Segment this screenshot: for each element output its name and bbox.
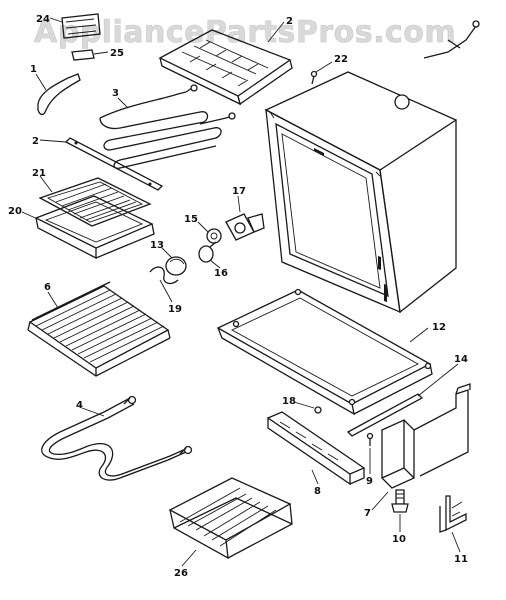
callout-4: 4 <box>76 400 83 411</box>
callout-8: 8 <box>314 486 321 497</box>
callout-20: 20 <box>8 206 22 217</box>
part-2-shield-top <box>158 29 293 106</box>
callout-7: 7 <box>364 508 371 519</box>
callout-10: 10 <box>392 534 406 545</box>
leader-lines <box>21 17 461 567</box>
part-16-bulb <box>198 241 217 263</box>
callout-2-top: 2 <box>286 16 293 27</box>
callout-26: 26 <box>174 568 188 579</box>
callout-22: 22 <box>334 54 348 65</box>
callout-13: 13 <box>150 240 164 251</box>
part-24-bracket <box>61 13 101 39</box>
callout-21: 21 <box>32 168 46 179</box>
part-20-broil-pan <box>34 195 155 260</box>
part-10-leveling-leg <box>391 489 409 513</box>
part-15-socket <box>206 228 222 244</box>
part-2-bracket-strip <box>64 137 164 191</box>
part-12-bottom-panel <box>216 288 433 416</box>
callout-19: 19 <box>168 304 182 315</box>
callout-6: 6 <box>44 282 51 293</box>
part-8-vent-bracket <box>266 411 366 486</box>
callout-1: 1 <box>30 64 37 75</box>
part-21-broil-pan-insert <box>38 177 152 227</box>
callout-25: 25 <box>110 48 124 59</box>
part-3-broil-element <box>99 84 236 169</box>
part-1-side-trim <box>37 73 81 116</box>
callout-24: 24 <box>36 14 50 25</box>
part-4-bake-element <box>41 395 193 481</box>
callout-18: 18 <box>282 396 296 407</box>
watermark-text: AppliancePartsPros.com <box>34 15 456 50</box>
part-19-wire-clip <box>149 266 179 285</box>
callout-14: 14 <box>454 354 468 365</box>
part-17-light-receptacle <box>225 213 265 241</box>
callout-labels: 24 25 1 2 3 2 21 20 6 17 15 16 13 19 22 … <box>8 14 468 579</box>
part-7-leg-bracket <box>381 383 471 489</box>
oven-cavity <box>264 20 480 314</box>
part-26-roasting-rack <box>168 477 293 560</box>
callout-16: 16 <box>214 268 228 279</box>
callout-15: 15 <box>184 214 198 225</box>
part-18-screw <box>314 406 322 414</box>
callout-12: 12 <box>432 322 446 333</box>
part-14-rail <box>346 393 424 437</box>
callout-3: 3 <box>112 88 119 99</box>
callout-2-strip: 2 <box>32 136 39 147</box>
callout-17: 17 <box>232 186 246 197</box>
callout-11: 11 <box>454 554 468 565</box>
part-9-screw <box>366 432 374 446</box>
part-6-oven-rack <box>27 281 171 377</box>
part-11-anti-tip-bracket <box>439 495 467 533</box>
part-13-lens <box>165 256 187 276</box>
callout-9: 9 <box>366 476 373 487</box>
part-25-clip <box>71 49 95 61</box>
